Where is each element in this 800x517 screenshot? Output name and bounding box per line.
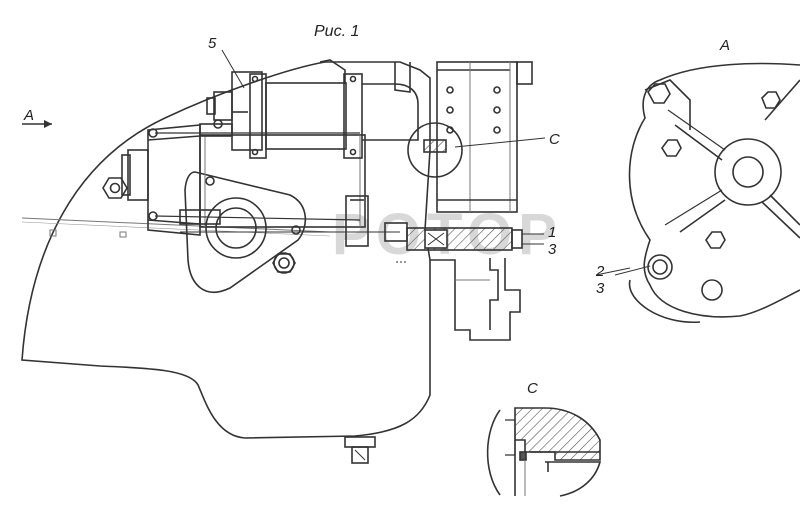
fastening-stud — [180, 222, 544, 263]
view-a-arrow-label: А — [23, 107, 34, 124]
solenoid-relay — [199, 71, 419, 159]
section-c-title: С — [527, 380, 538, 397]
view-a-arrow — [22, 120, 52, 128]
callout-1: 1 — [548, 224, 556, 241]
section-c-marker — [407, 122, 546, 178]
callout-3-view: 3 — [596, 280, 605, 297]
view-a-title: А — [719, 37, 730, 54]
view-a-flange — [614, 62, 800, 323]
callout-3-main: 3 — [548, 241, 557, 258]
callout-5: 5 — [208, 35, 217, 52]
leader-lines — [221, 49, 631, 276]
callout-2: 2 — [595, 263, 605, 280]
housing-bolt — [102, 177, 128, 199]
figure-caption: Рис. 1 — [314, 23, 359, 40]
starter-flange — [184, 171, 307, 293]
section-c-callout: С — [549, 131, 560, 148]
section-c-detail — [486, 407, 602, 497]
starter-motor — [121, 124, 369, 247]
